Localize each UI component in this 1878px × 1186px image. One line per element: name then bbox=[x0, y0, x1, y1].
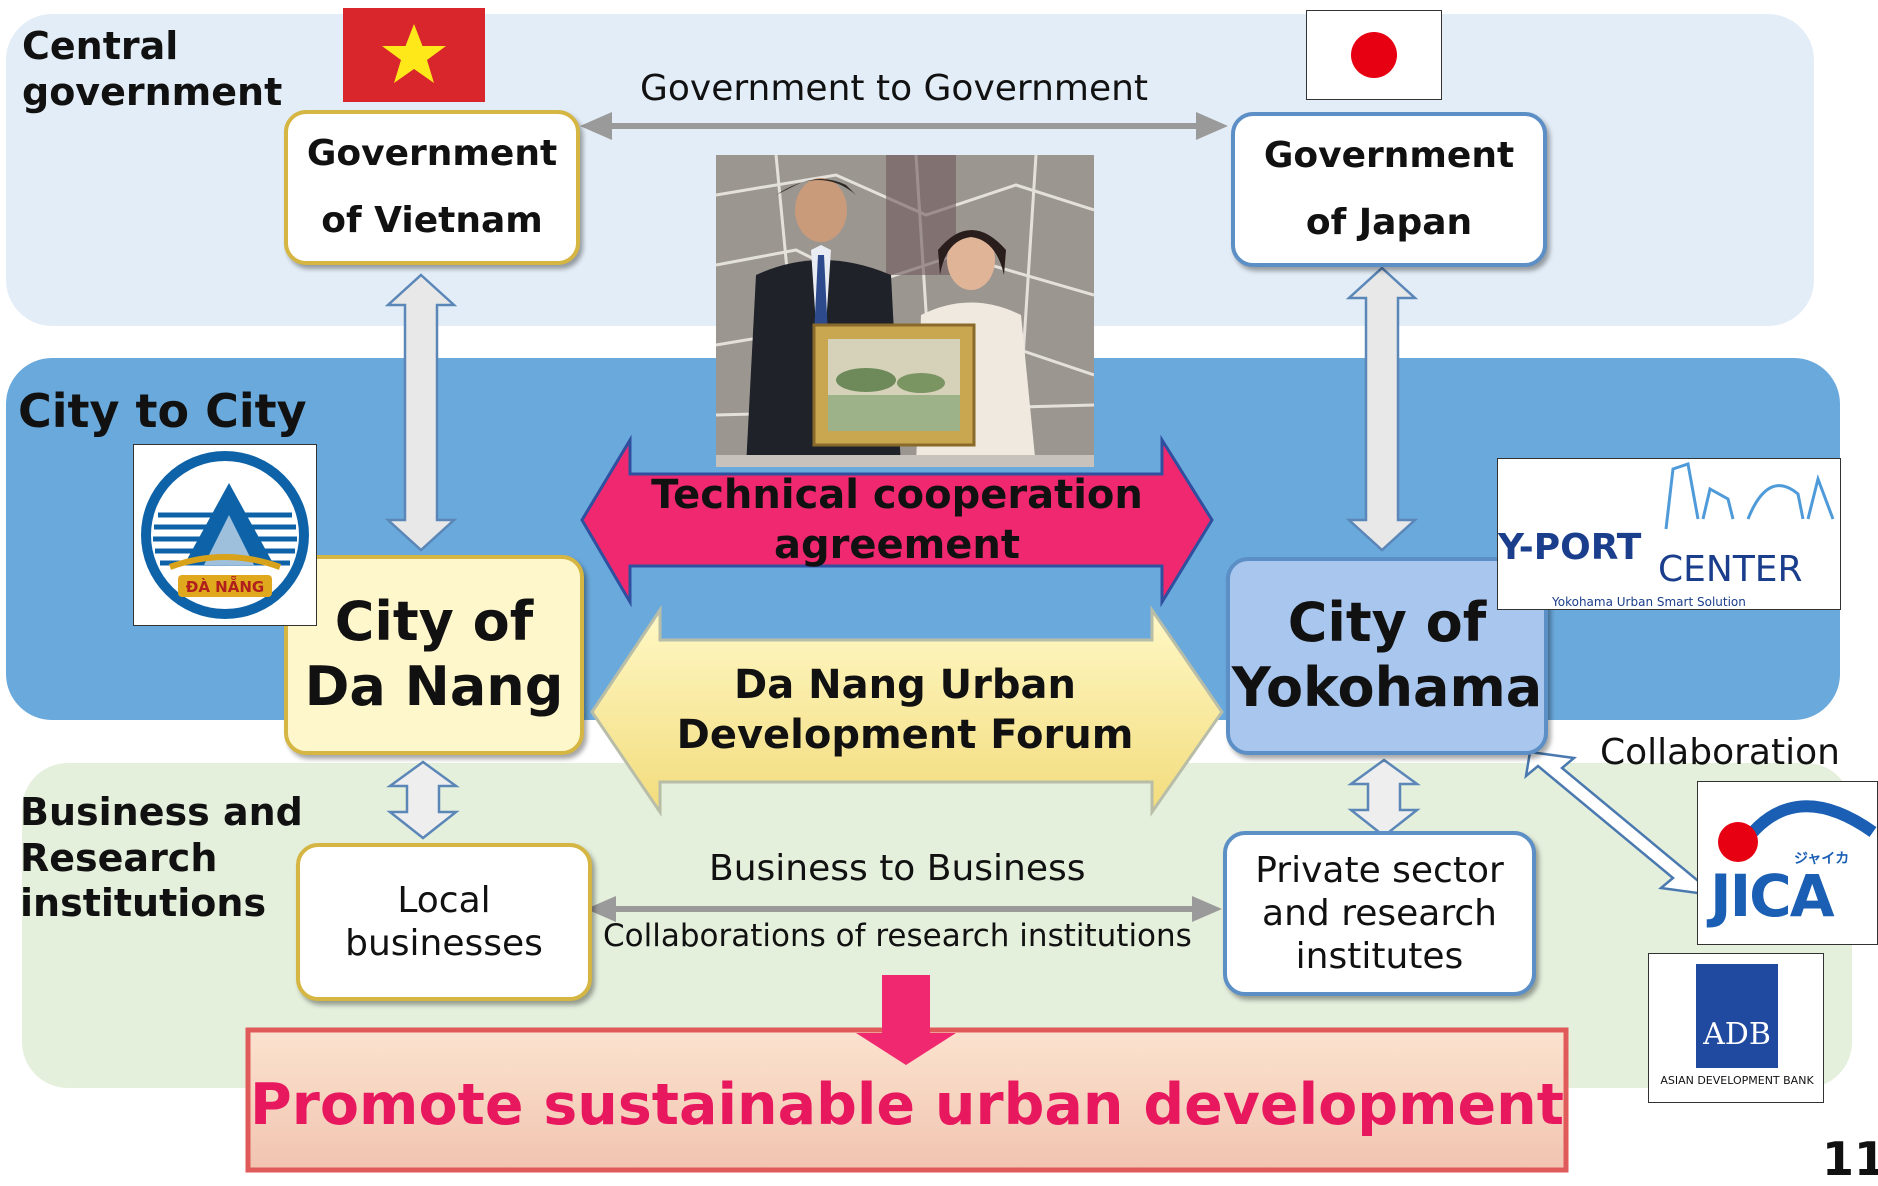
gov-to-gov-arrow bbox=[580, 112, 1228, 140]
tier-label-business: Business and Research institutions bbox=[20, 790, 303, 926]
jica-logo: ジャイカ JICA bbox=[1697, 781, 1878, 945]
node-city-of-da-nang: City of Da Nang bbox=[284, 555, 584, 755]
vertical-arrow-japan-yokohama bbox=[1345, 266, 1419, 552]
jica-emblem-icon bbox=[1718, 800, 1877, 862]
forum-label: Da Nang Urban Development Forum bbox=[676, 662, 1134, 758]
research-collaboration-label: Collaborations of research institutions bbox=[603, 918, 1192, 954]
y-port-text: Y-PORT bbox=[1498, 527, 1642, 568]
node-government-of-japan: Government of Japan bbox=[1231, 112, 1547, 267]
node-label: Government of Japan bbox=[1263, 134, 1515, 243]
adb-subtitle: ASIAN DEVELOPMENT BANK bbox=[1660, 1074, 1814, 1087]
collaboration-label: Collaboration bbox=[1600, 732, 1840, 773]
forum-arrow bbox=[590, 605, 1224, 817]
node-city-of-yokohama: City of Yokohama bbox=[1226, 557, 1548, 755]
short-arrow-yokohama-private bbox=[1347, 758, 1421, 838]
da-nang-logo: ĐÀ NẴNG bbox=[133, 444, 317, 626]
center-text: CENTER bbox=[1658, 549, 1803, 590]
y-port-subtitle: Yokohama Urban Smart Solution bbox=[1552, 595, 1746, 609]
outcome-text: Promote sustainable urban development bbox=[250, 1072, 1564, 1138]
da-nang-logo-text: ĐÀ NẴNG bbox=[186, 575, 264, 596]
adb-logo: ADB ASIAN DEVELOPMENT BANK bbox=[1648, 953, 1824, 1103]
b2b-label: Business to Business bbox=[709, 848, 1086, 889]
meeting-photo bbox=[716, 155, 1094, 467]
japan-flag bbox=[1306, 10, 1442, 100]
node-label: Local businesses bbox=[345, 879, 543, 964]
node-label: City of Yokohama bbox=[1231, 591, 1543, 719]
star-icon bbox=[382, 24, 446, 83]
page-number: 11 bbox=[1822, 1132, 1878, 1186]
vertical-arrow-vietnam-danang bbox=[384, 273, 458, 552]
photo-illustration bbox=[716, 155, 1094, 467]
node-label: City of Da Nang bbox=[304, 590, 564, 718]
da-nang-emblem-icon: ĐÀ NẴNG bbox=[141, 451, 309, 619]
node-local-businesses: Local businesses bbox=[296, 843, 592, 1001]
vietnam-flag bbox=[343, 8, 485, 102]
adb-emblem: ADB bbox=[1696, 964, 1778, 1068]
b2b-arrow bbox=[586, 896, 1222, 922]
outcome-down-arrow bbox=[856, 975, 956, 1065]
node-label: Government of Vietnam bbox=[306, 132, 558, 241]
jica-text: JICA bbox=[1710, 862, 1835, 930]
technical-cooperation-label: Technical cooperation agreement bbox=[651, 472, 1143, 568]
node-label: Private sector and research institutes bbox=[1255, 849, 1504, 978]
adb-text: ADB bbox=[1703, 1017, 1771, 1052]
gov-to-gov-label: Government to Government bbox=[640, 68, 1149, 109]
technical-cooperation-arrow bbox=[580, 434, 1214, 608]
rising-sun-icon bbox=[1351, 32, 1397, 78]
tier-label-central: Central government bbox=[22, 24, 283, 114]
tier-label-city: City to City bbox=[18, 384, 307, 438]
jica-kana: ジャイカ bbox=[1794, 851, 1850, 867]
node-private-sector: Private sector and research institutes bbox=[1223, 831, 1536, 996]
collaboration-arrow bbox=[1524, 750, 1711, 896]
y-port-center-logo: Y-PORT CENTER Yokohama Urban Smart Solut… bbox=[1497, 458, 1841, 610]
node-government-of-vietnam: Government of Vietnam bbox=[284, 110, 580, 265]
short-arrow-danang-local bbox=[386, 760, 460, 840]
skyline-icon bbox=[1664, 462, 1835, 530]
